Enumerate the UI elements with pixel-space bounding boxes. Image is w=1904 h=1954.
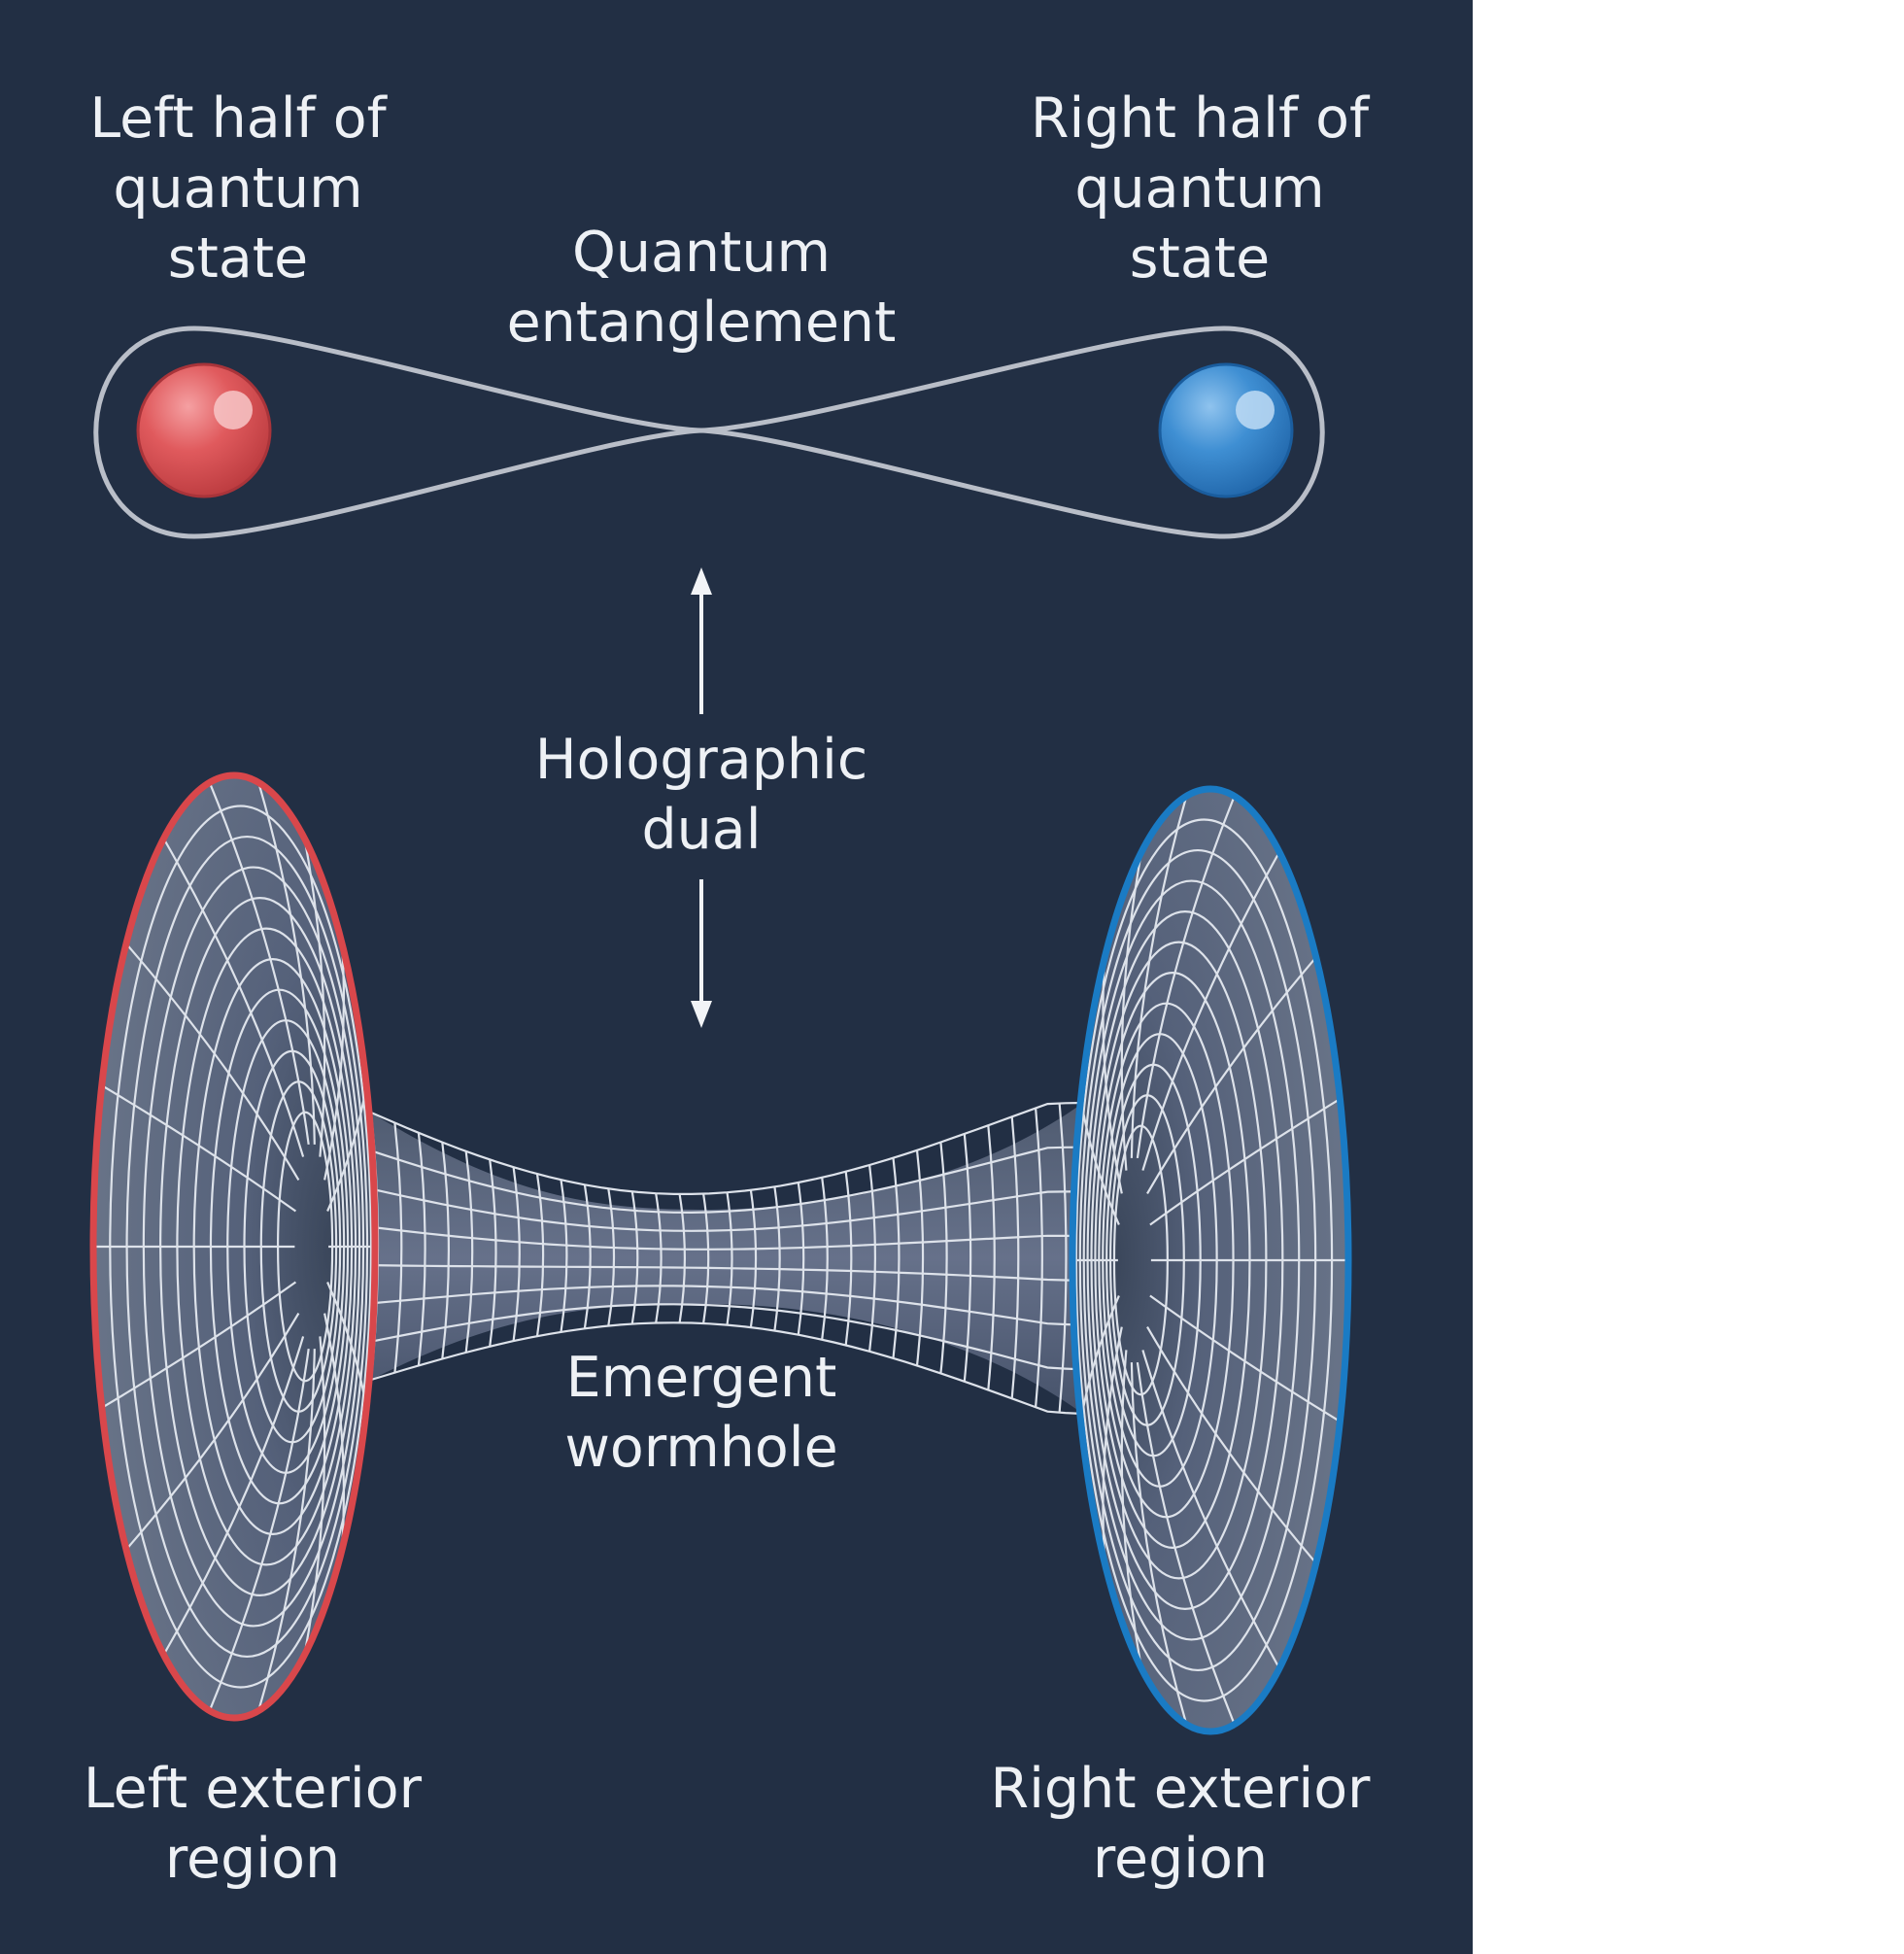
tube-mesh-line [370,1285,1084,1326]
tube-mesh-ring [607,1188,616,1326]
left-exterior-mesh [93,781,375,1712]
tube-mesh-line [370,1187,1083,1232]
tube-mesh-ring [464,1150,474,1354]
mouth-mesh-spoke [208,781,310,1146]
tube-mesh-ring [1035,1108,1043,1408]
tube-mesh-ring [726,1192,733,1325]
mouth-mesh-spoke [1120,851,1143,1171]
tube-mesh-line [370,1321,1084,1416]
blue-qubit-sphere [1158,362,1294,498]
mouth-mesh-spoke [257,782,316,1145]
tube-mesh-ring [678,1193,686,1323]
diagram-panel: Left half of quantum state Right half of… [0,0,1473,1954]
holographic-dual-label: Holographic dual [534,728,868,862]
mouth-mesh-spoke [101,1281,297,1409]
tube-mesh-ring [535,1174,545,1337]
wormhole-diagram [89,326,1352,1735]
entanglement-label: Quantum entanglement [506,221,897,355]
tube-mesh-ring [892,1157,901,1359]
tube-mesh-ring [773,1186,781,1331]
mouth-mesh-spoke [1136,795,1236,1159]
left-region-label: Left exterior region [83,1757,423,1891]
right-state-label: Right half of quantum state [1030,86,1370,291]
tube-mesh-ring [987,1125,996,1390]
mouth-mesh-spoke [162,1336,305,1656]
tube-mesh-ring [512,1167,521,1342]
tube-mesh-ring [963,1133,972,1382]
arrow-down-head [691,1001,712,1028]
tube-mesh-ring [560,1180,568,1332]
mouth-mesh-spoke [1102,957,1123,1194]
mouth-mesh-spoke [1146,1326,1317,1564]
mouth-mesh-spoke [1149,1294,1341,1423]
right-exterior-rim [1069,785,1352,1735]
tube-mesh-ring [655,1193,663,1323]
mouth-mesh-spoke [1146,956,1317,1194]
mouth-mesh-spoke [323,1313,345,1550]
mouth-mesh-spoke [1079,1098,1120,1225]
mouth-mesh-spoke [323,943,345,1181]
left-exterior-rim [89,771,379,1722]
mouth-mesh-spoke [303,1336,326,1656]
red-qubit-sphere [136,362,272,498]
blue-sphere-highlight [1236,391,1275,429]
tube-mesh-ring [393,1122,403,1373]
mouth-mesh-spoke [125,1313,300,1551]
tube-mesh-ring [821,1177,829,1340]
mouth-mesh-spoke [1141,1350,1280,1669]
red-sphere-highlight [214,391,253,429]
mouth-mesh-spoke [1120,1350,1143,1669]
tube-mesh-ring [489,1159,497,1347]
mouth-mesh-spoke [326,1282,368,1409]
tube-mesh-ring [915,1149,925,1366]
wormhole-tube [371,1103,1083,1414]
tube-mesh-line [370,1303,1084,1371]
mouth-mesh-spoke [1102,1326,1123,1563]
tube-mesh-ring [441,1142,450,1359]
right-region-label: Right exterior region [990,1757,1371,1891]
tube-mesh-ring [583,1184,592,1329]
tube-mesh-line [370,1264,1084,1282]
mouth-mesh-spoke [303,838,326,1157]
arrow-up-head [691,567,712,595]
tube-mesh-ring [797,1182,805,1335]
tube-mesh-line [370,1101,1084,1195]
mouth-mesh-spoke [208,1348,310,1712]
tube-mesh-ring [868,1164,876,1352]
mouth-mesh-spoke [1149,1098,1341,1226]
mouth-mesh-spoke [1130,796,1188,1158]
tube-mesh-line [370,1225,1084,1251]
tube-mesh-ring [702,1193,710,1324]
mouth-mesh-spoke [1130,1362,1188,1725]
tube-mesh-ring [1058,1103,1068,1413]
mouth-mesh-spoke [125,943,300,1181]
wormhole-label: Emergent wormhole [564,1346,838,1480]
tube-mesh-ring [844,1171,853,1346]
mouth-mesh-spoke [1141,851,1280,1171]
mouth-mesh-spoke [326,1084,368,1212]
right-exterior-mesh [1072,795,1348,1726]
tube-mesh-ring [749,1189,758,1328]
tube-mesh-ring [630,1191,639,1324]
mouth-mesh-spoke [1079,1295,1120,1423]
tube-mesh-ring [1010,1116,1020,1399]
tube-mesh-line [370,1146,1084,1215]
mouth-mesh-spoke [1136,1361,1236,1726]
tube-mesh-ring [417,1132,426,1366]
mouth-mesh-spoke [257,1349,316,1711]
tube-mesh-ring [939,1142,948,1374]
entanglement-loop [93,326,1325,539]
left-state-label: Left half of quantum state [89,86,387,291]
mouth-mesh-spoke [101,1084,297,1213]
mouth-mesh-spoke [162,838,305,1157]
